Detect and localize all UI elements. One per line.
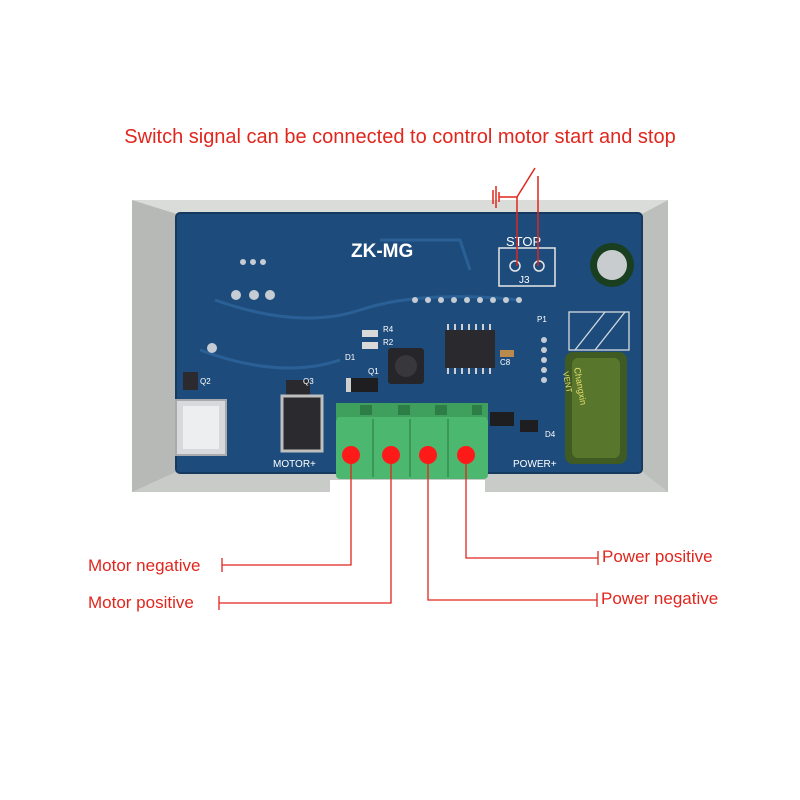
terminal-dots xyxy=(342,446,475,464)
leader-lines xyxy=(218,462,599,610)
terminal-dot-power-positive xyxy=(457,446,475,464)
ref-q1: Q1 xyxy=(368,367,379,376)
ref-p1: P1 xyxy=(537,315,547,324)
motor-label: MOTOR+ xyxy=(273,459,316,470)
terminal-dot-motor-positive xyxy=(382,446,400,464)
ref-c8: C8 xyxy=(500,358,511,367)
terminal-dot-motor-negative xyxy=(342,446,360,464)
switch-symbol xyxy=(492,167,539,266)
ref-d1: D1 xyxy=(345,353,356,362)
stop-label: STOP xyxy=(506,234,541,249)
ref-q2: Q2 xyxy=(200,377,211,386)
ref-r2: R2 xyxy=(383,338,394,347)
ref-q3: Q3 xyxy=(303,377,314,386)
ref-d4: D4 xyxy=(545,430,556,439)
model-label: ZK-MG xyxy=(351,241,413,262)
motor-positive-label: Motor positive xyxy=(88,593,194,612)
power-label: POWER+ xyxy=(513,459,557,470)
motor-negative-label: Motor negative xyxy=(88,556,201,575)
pcb-text: ZK-MG STOP J3 MOTOR+ POWER+ Changxin VEN… xyxy=(200,234,588,470)
power-negative-label: Power negative xyxy=(601,589,719,608)
capacitor-vent: VENT xyxy=(561,371,574,394)
terminal-block xyxy=(336,403,488,479)
ref-r4: R4 xyxy=(383,325,394,334)
power-positive-label: Power positive xyxy=(602,547,713,566)
caption: Switch signal can be connected to contro… xyxy=(124,126,676,148)
terminal-dot-power-negative xyxy=(419,446,437,464)
j3-label: J3 xyxy=(519,275,530,286)
